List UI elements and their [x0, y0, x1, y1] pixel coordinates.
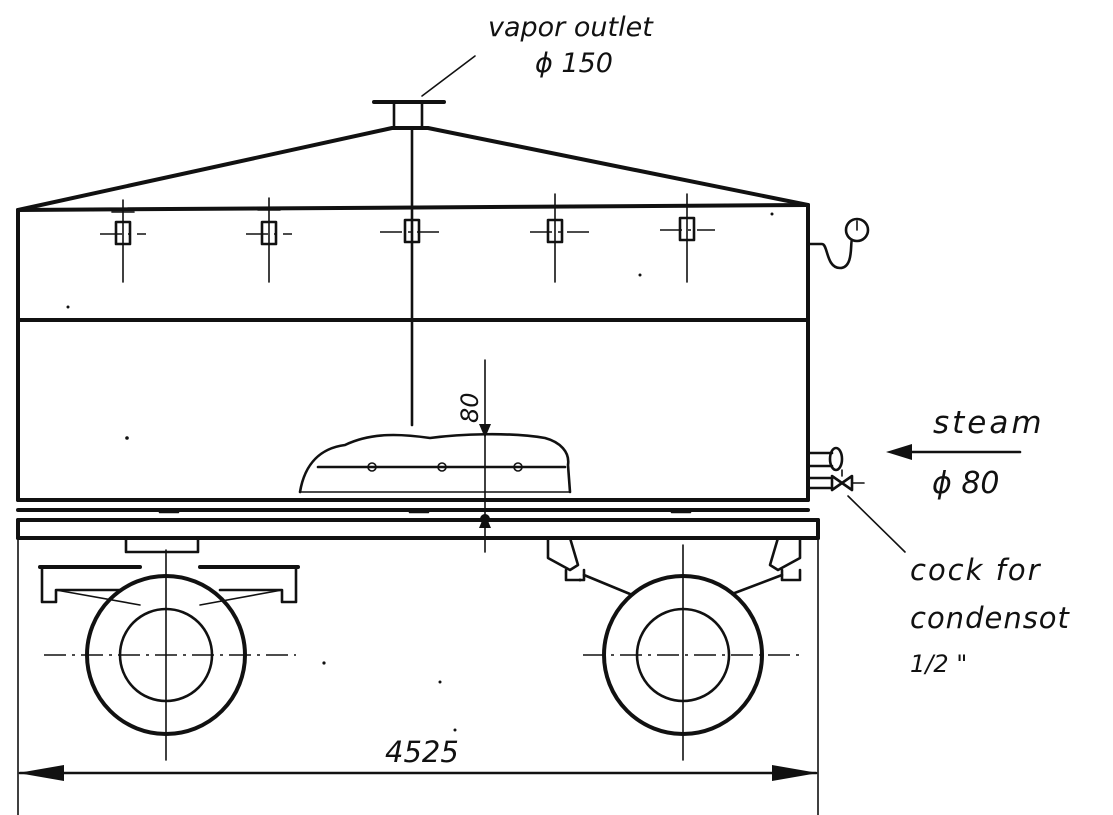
vapor-outlet-label: vapor outlet: [488, 12, 654, 43]
clamp-5: [660, 193, 715, 283]
cock-label-line1: cock for: [910, 553, 1042, 587]
pressure-gauge: [806, 217, 870, 270]
cock-label-line2: condensot: [910, 601, 1071, 635]
roof-clamps: [100, 193, 715, 283]
trailer-frame: [16, 508, 820, 540]
depth-dim-label: 80: [456, 392, 484, 423]
rear-wheel: [583, 544, 800, 761]
steam-label: steam: [933, 405, 1045, 441]
clamp-1: [100, 199, 146, 283]
rear-suspension: [546, 536, 802, 596]
vapor-outlet-pipe: [372, 55, 476, 427]
vapor-outlet-size-label: ϕ 150: [535, 48, 613, 79]
overall-length-label: 4525: [385, 735, 459, 769]
clamp-3: [380, 207, 440, 244]
front-wheel: [44, 549, 296, 761]
front-suspension: [38, 536, 300, 606]
speck-dots: [66, 212, 774, 732]
cock-size-label: 1/2 ": [910, 650, 967, 678]
steam-arrow: [886, 444, 1022, 460]
steam-inlet-pipe: [806, 446, 844, 472]
overall-length-dimension: [17, 537, 819, 815]
load-heap: [298, 432, 572, 494]
condensate-cock: [806, 469, 906, 553]
clamp-2: [246, 197, 292, 283]
clamp-4: [530, 193, 590, 283]
chamber-body: [16, 203, 810, 502]
steam-size-label: ϕ 80: [932, 466, 1000, 501]
depth-dimension: [479, 359, 491, 553]
